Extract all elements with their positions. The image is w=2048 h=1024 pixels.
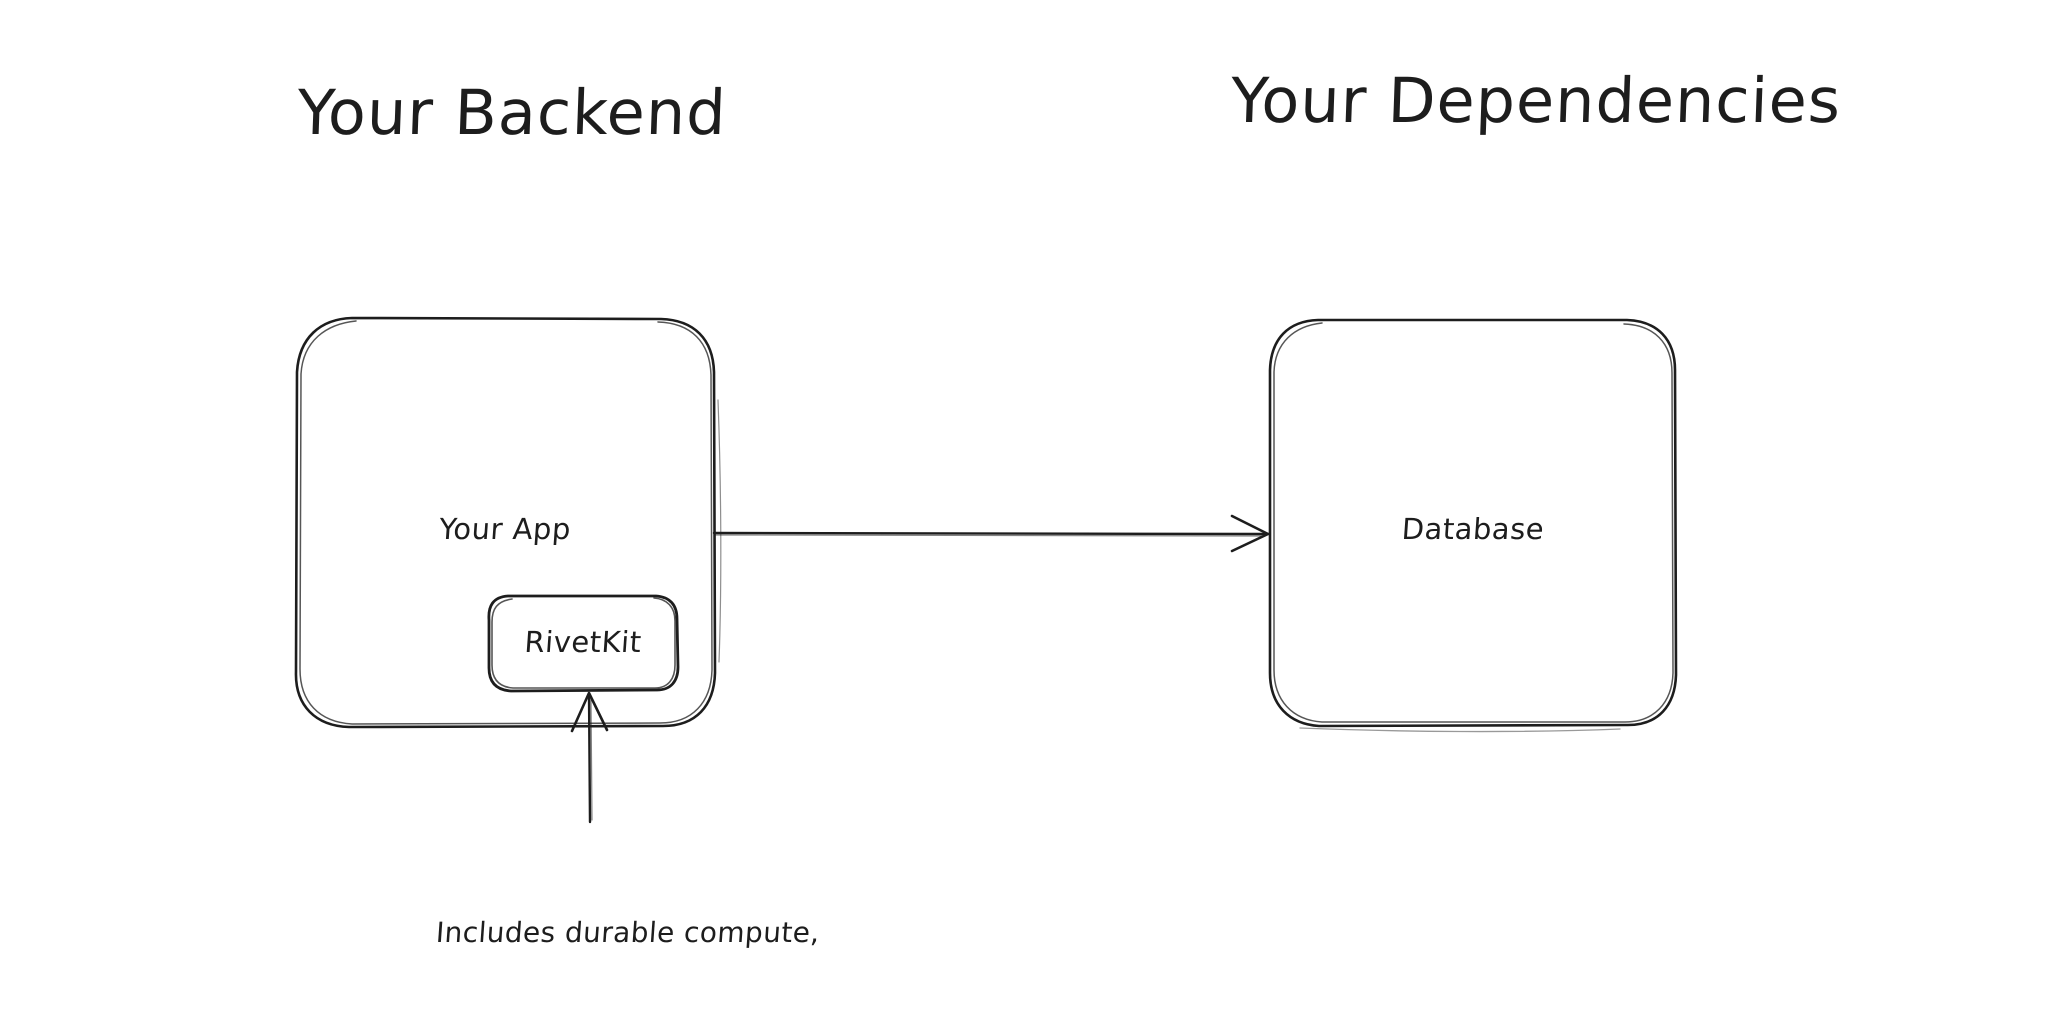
node-label-rivetkit: RivetKit [523,625,643,659]
node-database-shape[interactable] [1268,318,1678,733]
edge-app-to-database[interactable] [712,514,1270,553]
section-title-backend: Your Backend [296,76,728,149]
node-your-app-shape[interactable] [294,316,722,729]
node-label-your-app: Your App [437,512,573,546]
caption-note: Includes durable compute, real-time, sch… [316,840,925,1024]
section-title-dependencies: Your Dependencies [1229,64,1843,137]
node-label-database: Database [1400,512,1546,546]
node-rivetkit-shape[interactable] [487,594,680,693]
edge-note-to-rivetkit[interactable] [570,691,609,824]
caption-line-1: Includes durable compute, [434,916,821,950]
